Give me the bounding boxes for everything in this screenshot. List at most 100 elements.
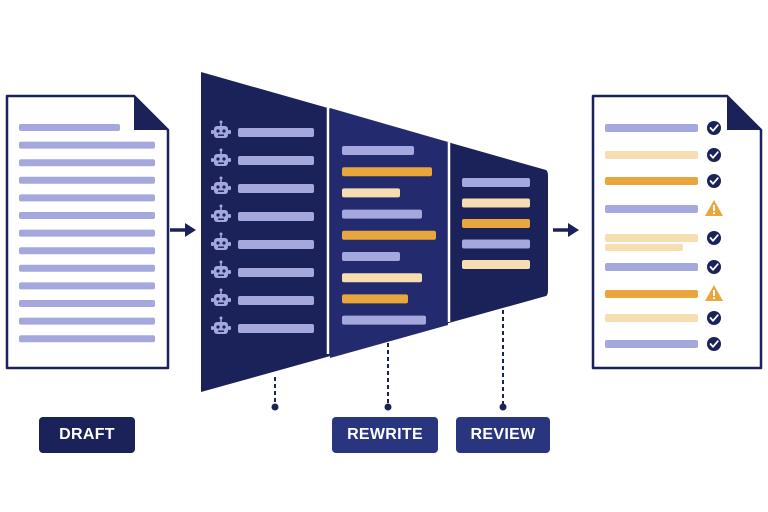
robot-ear bbox=[228, 214, 231, 218]
rewrite-line bbox=[342, 252, 400, 261]
robot-mouth bbox=[218, 302, 224, 304]
robot-icon bbox=[211, 232, 231, 250]
robot-ear bbox=[211, 242, 214, 246]
text-line bbox=[19, 229, 155, 237]
text-line bbox=[19, 159, 155, 167]
output-line bbox=[605, 151, 698, 159]
robot-antenna-tip bbox=[219, 232, 223, 236]
robot-ear bbox=[211, 298, 214, 302]
rewrite-label: REWRITE bbox=[332, 417, 438, 453]
robot-ear bbox=[211, 186, 214, 190]
review-line bbox=[462, 198, 530, 208]
check-circle-icon bbox=[707, 337, 721, 351]
check-circle bbox=[707, 337, 721, 351]
connector-dot bbox=[499, 403, 507, 411]
stage-connectors bbox=[271, 303, 507, 411]
arrow-right-icon bbox=[553, 223, 579, 237]
check-mark bbox=[709, 314, 719, 322]
check-circle bbox=[707, 174, 721, 188]
check-circle-icon bbox=[707, 260, 721, 274]
robot-head bbox=[214, 294, 228, 306]
output-line bbox=[605, 205, 698, 213]
review-line bbox=[462, 239, 530, 249]
rewrite-line bbox=[342, 315, 426, 325]
text-line bbox=[19, 335, 155, 343]
robot-ear bbox=[211, 158, 214, 162]
robot-ear bbox=[211, 270, 214, 274]
robot-eye bbox=[216, 157, 220, 161]
robot-eye bbox=[216, 325, 220, 329]
text-line bbox=[19, 194, 155, 202]
check-circle-icon bbox=[707, 231, 721, 245]
robot-icon bbox=[211, 316, 231, 334]
check-circle bbox=[707, 231, 721, 245]
robot-mouth bbox=[218, 162, 224, 164]
output-line bbox=[605, 177, 698, 185]
warning-dot bbox=[712, 297, 716, 300]
review-line bbox=[462, 219, 530, 228]
output-line bbox=[605, 290, 698, 298]
robot-mouth bbox=[218, 134, 224, 136]
check-circle-icon bbox=[707, 148, 721, 162]
robot-ear bbox=[211, 326, 214, 330]
text-line bbox=[19, 176, 155, 184]
arrow-right-icon bbox=[170, 223, 196, 237]
page-fold bbox=[134, 96, 168, 130]
agent-task-line bbox=[238, 324, 314, 333]
text-line bbox=[19, 141, 155, 149]
review-line bbox=[462, 260, 530, 269]
robot-icon bbox=[211, 176, 231, 194]
review-text-lines bbox=[462, 178, 530, 269]
robot-head bbox=[214, 210, 228, 222]
output-line bbox=[605, 263, 698, 271]
rewrite-text-lines bbox=[342, 146, 436, 325]
rewrite-line bbox=[342, 209, 422, 219]
check-circle-icon bbox=[707, 121, 721, 135]
robot-icon bbox=[211, 260, 231, 278]
review-line bbox=[462, 178, 530, 187]
robot-head bbox=[214, 238, 228, 250]
agent-rows bbox=[211, 120, 314, 334]
output-line bbox=[605, 314, 698, 322]
robot-antenna-tip bbox=[219, 204, 223, 208]
check-mark bbox=[709, 124, 719, 132]
check-mark bbox=[709, 263, 719, 271]
output-line bbox=[605, 340, 698, 348]
output-items bbox=[605, 121, 723, 351]
connector-dot bbox=[384, 403, 392, 411]
robot-antenna-tip bbox=[219, 288, 223, 292]
agent-task-line bbox=[238, 240, 314, 249]
rewrite-line bbox=[342, 146, 414, 155]
check-circle bbox=[707, 148, 721, 162]
robot-icon bbox=[211, 204, 231, 222]
review-label: REVIEW bbox=[456, 417, 550, 453]
robot-eye bbox=[222, 213, 226, 217]
robot-ear bbox=[228, 186, 231, 190]
robot-eye bbox=[222, 325, 226, 329]
check-circle bbox=[707, 260, 721, 274]
agent-task-line bbox=[238, 268, 314, 277]
robot-icon bbox=[211, 120, 231, 138]
text-line bbox=[19, 212, 155, 219]
rewrite-line bbox=[342, 188, 400, 198]
draft-text-lines bbox=[19, 124, 155, 343]
robot-head bbox=[214, 266, 228, 278]
robot-eye bbox=[222, 185, 226, 189]
text-line bbox=[19, 300, 155, 307]
text-line bbox=[19, 247, 155, 255]
check-circle-icon bbox=[707, 311, 721, 325]
output-line bbox=[605, 244, 683, 251]
draft-document bbox=[5, 94, 170, 370]
text-line bbox=[19, 264, 155, 272]
warning-icon bbox=[705, 200, 723, 216]
robot-ear bbox=[228, 242, 231, 246]
robot-eye bbox=[222, 129, 226, 133]
page-fold bbox=[727, 96, 761, 130]
agent-task-line bbox=[238, 128, 314, 137]
check-mark bbox=[709, 340, 719, 348]
warning-bar bbox=[713, 205, 715, 211]
robot-eye bbox=[216, 185, 220, 189]
robot-eye bbox=[216, 213, 220, 217]
robot-eye bbox=[222, 269, 226, 273]
robot-mouth bbox=[218, 246, 224, 248]
